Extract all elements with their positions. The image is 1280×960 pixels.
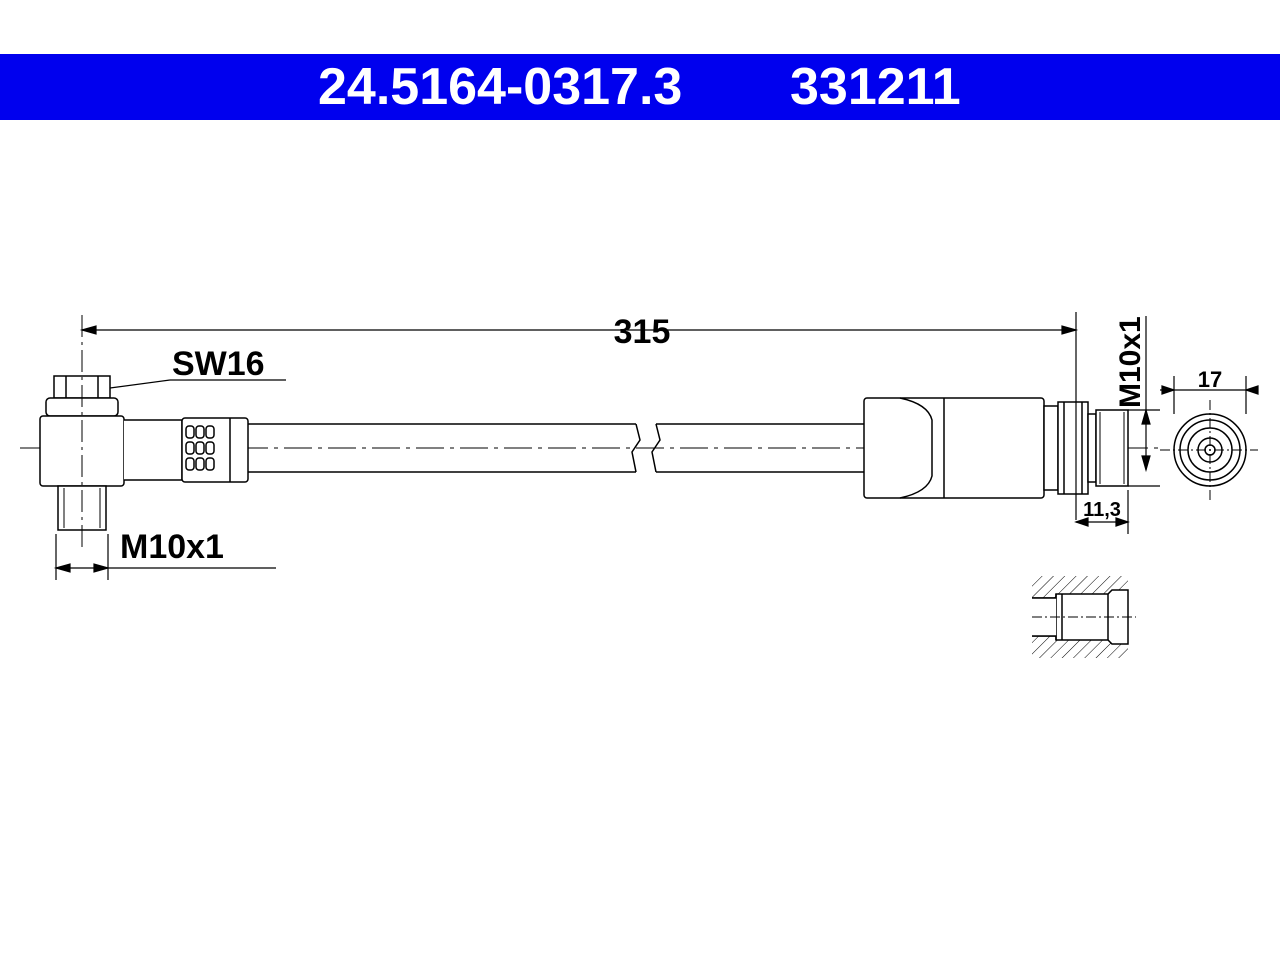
part-number: 24.5164-0317.3 bbox=[318, 58, 683, 116]
wrench-size-label: SW16 bbox=[172, 345, 265, 383]
dim-thread-right bbox=[1128, 316, 1160, 487]
hose bbox=[248, 423, 864, 473]
dim-nut-length bbox=[1074, 490, 1130, 534]
left-banjo-fitting bbox=[39, 315, 249, 548]
section-view bbox=[1032, 576, 1136, 658]
dim-length bbox=[79, 312, 1079, 520]
thread-left-label: M10x1 bbox=[120, 528, 224, 566]
right-fitting bbox=[863, 397, 1129, 499]
dim-end-diameter bbox=[1160, 376, 1259, 414]
dim-thread-left bbox=[53, 534, 276, 580]
thread-right-label: M10x1 bbox=[1114, 316, 1147, 408]
end-diameter-label: 17 bbox=[1198, 367, 1222, 392]
end-view bbox=[1160, 400, 1258, 500]
nut-length-label: 11,3 bbox=[1083, 499, 1121, 521]
length-label: 315 bbox=[614, 313, 671, 351]
header-bar bbox=[0, 54, 1280, 120]
dim-sw16-leader bbox=[109, 379, 286, 389]
reference-number: 331211 bbox=[790, 58, 961, 116]
